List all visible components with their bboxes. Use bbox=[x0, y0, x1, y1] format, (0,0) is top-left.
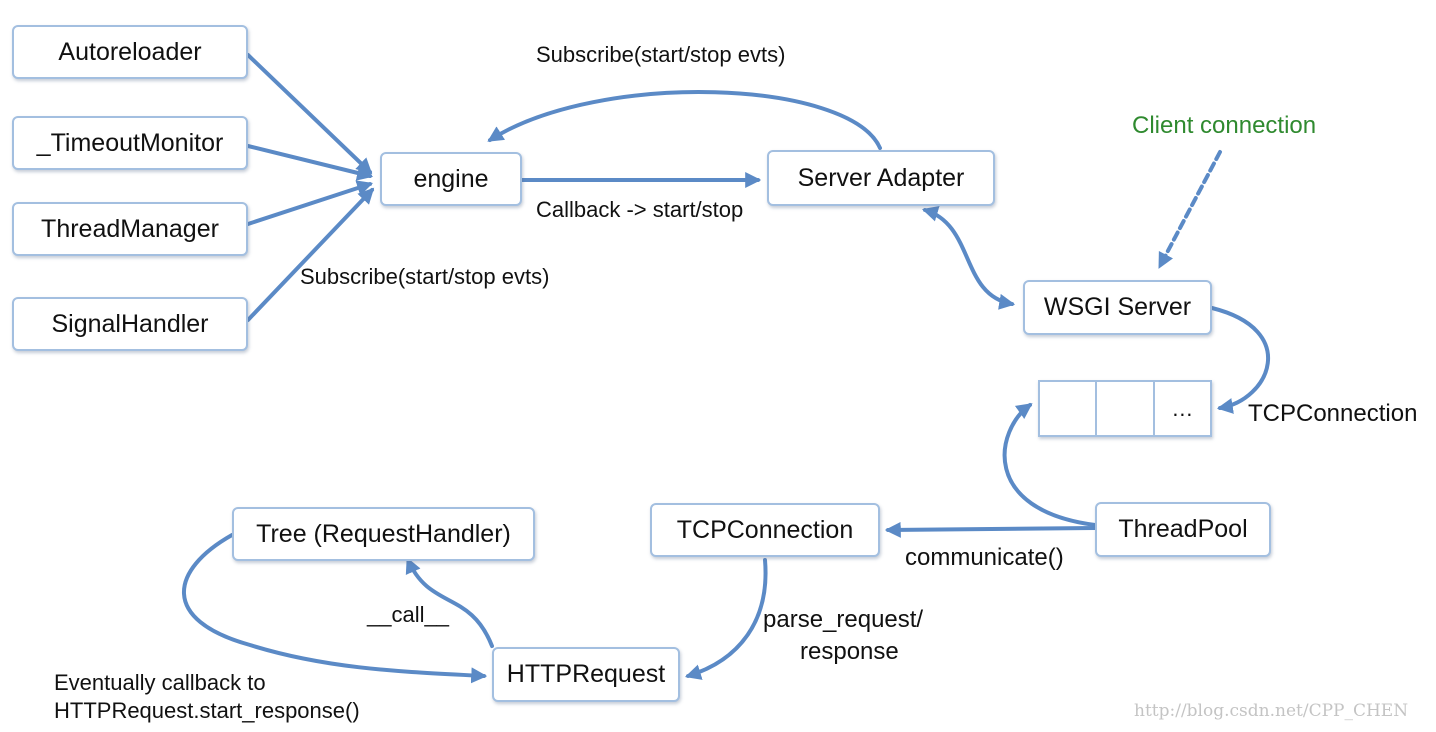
tree-request-handler-label: Tree (RequestHandler) bbox=[256, 519, 511, 548]
queue-cell-more: … bbox=[1171, 395, 1194, 421]
tcp-connection-label: TCPConnection bbox=[676, 515, 854, 544]
communicate-label: communicate() bbox=[905, 544, 1064, 571]
engine-label: engine bbox=[413, 164, 489, 193]
queue-cell-2 bbox=[1097, 382, 1155, 435]
wsgi-server-label: WSGI Server bbox=[1043, 293, 1192, 321]
arrow-server-adapter-wsgi-bidirectional bbox=[921, 206, 1016, 310]
arrow-threadpool-to-tcpconnection bbox=[884, 521, 1097, 538]
eventually-callback-label: Eventually callback to bbox=[54, 670, 266, 695]
arrow-signalhandler-to-engine bbox=[246, 187, 375, 322]
http-request-box: HTTPRequest bbox=[492, 647, 680, 702]
arrow-tcpconnection-to-httprequest bbox=[684, 558, 768, 680]
queue-cell-1 bbox=[1040, 382, 1098, 435]
arrow-client-to-wsgi-dashed bbox=[1158, 150, 1222, 269]
arrow-autoreloader-to-engine bbox=[246, 53, 373, 175]
subscribe-top-label: Subscribe(start/stop evts) bbox=[536, 42, 786, 67]
arrow-threadmanager-to-engine bbox=[246, 180, 374, 226]
client-connection-label: Client connection bbox=[1132, 112, 1317, 139]
subscribe-bottom-label: Subscribe(start/stop evts) bbox=[300, 264, 550, 289]
arrow-tree-to-httprequest bbox=[182, 533, 488, 684]
arrow-httprequest-to-tree bbox=[405, 557, 494, 648]
callback-label: Callback -> start/stop bbox=[536, 197, 744, 222]
thread-manager-box: ThreadManager bbox=[12, 202, 248, 256]
engine-box: engine bbox=[380, 152, 522, 206]
thread-manager-label: ThreadManager bbox=[41, 214, 219, 243]
arrow-server-adapter-to-engine bbox=[487, 90, 882, 150]
signal-handler-label: SignalHandler bbox=[51, 309, 209, 338]
autoreloader-box: Autoreloader bbox=[12, 25, 248, 79]
arrow-wsgi-to-queue bbox=[1210, 306, 1271, 414]
arrow-threadpool-to-queue bbox=[1002, 403, 1097, 527]
parse-request-label: parse_request/ bbox=[763, 606, 924, 633]
response-label: response bbox=[800, 638, 899, 665]
autoreloader-label: Autoreloader bbox=[58, 37, 202, 66]
arrow-timeoutmonitor-to-engine bbox=[246, 144, 374, 181]
tcp-connection-queue-label: TCPConnection bbox=[1248, 400, 1418, 427]
thread-pool-label: ThreadPool bbox=[1118, 515, 1248, 543]
server-adapter-label: Server Adapter bbox=[797, 163, 965, 192]
tree-request-handler-box: Tree (RequestHandler) bbox=[232, 507, 535, 561]
signal-handler-box: SignalHandler bbox=[12, 297, 248, 351]
timeout-monitor-label: _TimeoutMonitor bbox=[36, 128, 224, 157]
timeout-monitor-box: _TimeoutMonitor bbox=[12, 116, 248, 170]
tcp-connection-box: TCPConnection bbox=[650, 503, 880, 557]
wsgi-server-box: WSGI Server bbox=[1023, 280, 1212, 335]
connection-queue: … bbox=[1038, 380, 1212, 437]
call-label: __call__ bbox=[367, 602, 449, 627]
thread-pool-box: ThreadPool bbox=[1095, 502, 1271, 557]
server-adapter-box: Server Adapter bbox=[767, 150, 995, 206]
http-request-label: HTTPRequest bbox=[506, 660, 666, 688]
start-response-label: HTTPRequest.start_response() bbox=[54, 698, 360, 723]
watermark-text: http://blog.csdn.net/CPP_CHEN bbox=[1134, 701, 1409, 721]
